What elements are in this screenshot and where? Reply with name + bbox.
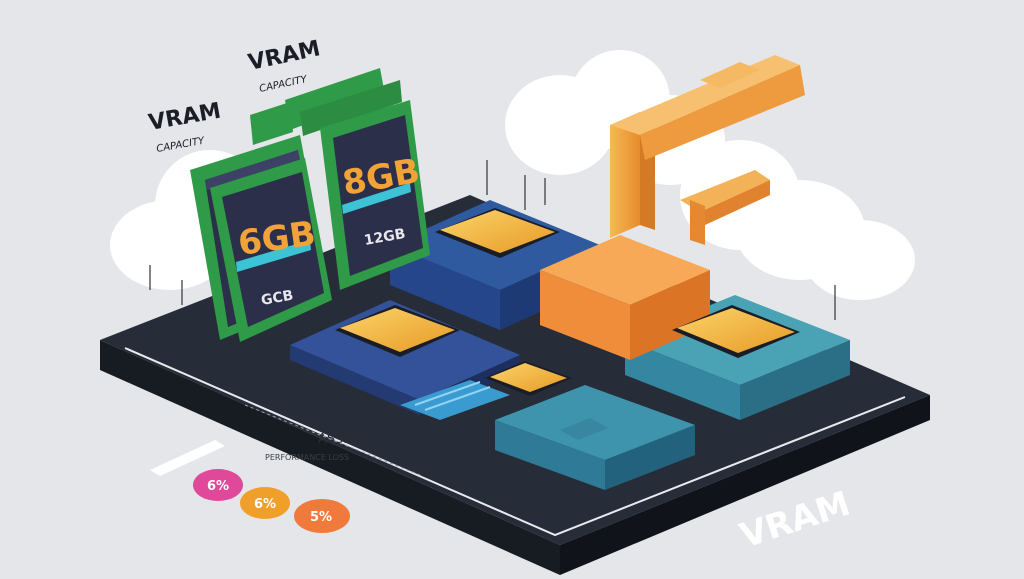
badge-2-pill <box>240 487 290 519</box>
vram-card-8gb <box>320 100 430 290</box>
badge-2: 6% <box>240 487 290 519</box>
highlight-bar <box>150 440 225 476</box>
chip-small <box>485 361 572 396</box>
vram-watermark: VRAM <box>735 484 855 557</box>
badge-3-text: 5% <box>310 510 332 525</box>
assets-label: ASSETS <box>318 432 368 447</box>
chip-left <box>335 305 460 357</box>
card-8gb-sublabel: 12GB <box>363 226 407 249</box>
capacity-label-right: CAPACITY <box>258 74 308 95</box>
badge-2-text: 6% <box>254 497 276 512</box>
badge-1: 6% <box>193 469 243 501</box>
vram-label-left: VRAM <box>147 99 223 136</box>
vram-card-6gb-front <box>210 158 332 342</box>
chip-right <box>672 305 800 358</box>
badge-1-pill <box>193 469 243 501</box>
vram-label-right: VRAM <box>246 36 322 76</box>
vram-card-stack-back <box>250 68 402 145</box>
orange-cube <box>540 235 710 360</box>
leader-line <box>244 404 421 476</box>
card-6gb-sublabel: GCB <box>260 288 295 309</box>
gpu-block-teal-bottom <box>495 385 695 490</box>
memory-strip <box>400 380 510 420</box>
badge-3: 5% <box>294 499 350 533</box>
marker-lines <box>149 160 836 320</box>
chip-top <box>435 208 560 258</box>
badge-1-text: 6% <box>207 479 229 494</box>
performance-loss-label: PERFORMANCE LOSS <box>265 453 349 462</box>
badge-3-pill <box>294 499 350 533</box>
orange-pipe <box>610 55 805 245</box>
